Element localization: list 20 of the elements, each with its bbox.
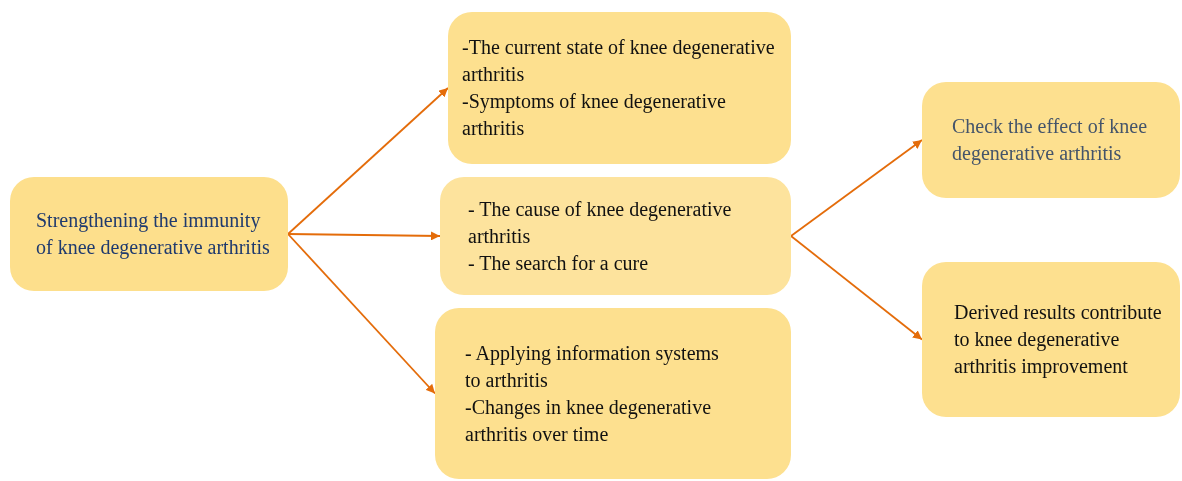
arrow	[287, 233, 436, 395]
box-text: - The search for a cure	[468, 250, 650, 276]
box-text: - The cause of knee degenerative arthritis	[468, 196, 733, 249]
arrow	[790, 235, 923, 341]
box-text: Check the effect of knee degenerative arthritis	[952, 114, 1149, 167]
box-text: -Symptoms of knee degenerative arthritis	[462, 89, 727, 141]
box-text: -The current state of knee degenerative arthritis	[462, 35, 776, 87]
box-text: -Changes in knee degenerative arthritis over time	[465, 394, 712, 447]
box-text: - Applying information systems to arthritis	[465, 340, 720, 393]
rounded-box	[448, 12, 791, 164]
rounded-box	[10, 177, 288, 291]
rounded-box	[922, 82, 1180, 198]
arrow	[287, 231, 441, 241]
arrow	[790, 139, 923, 237]
box-text: Derived results contribute to knee degenerative arthritis improvement	[954, 300, 1163, 380]
arrow	[287, 87, 449, 235]
rounded-box	[440, 177, 791, 295]
rounded-box	[435, 308, 791, 479]
rounded-box	[922, 262, 1180, 417]
box-text: Strengthening the immunity of knee degenerative arthritis	[36, 208, 271, 261]
